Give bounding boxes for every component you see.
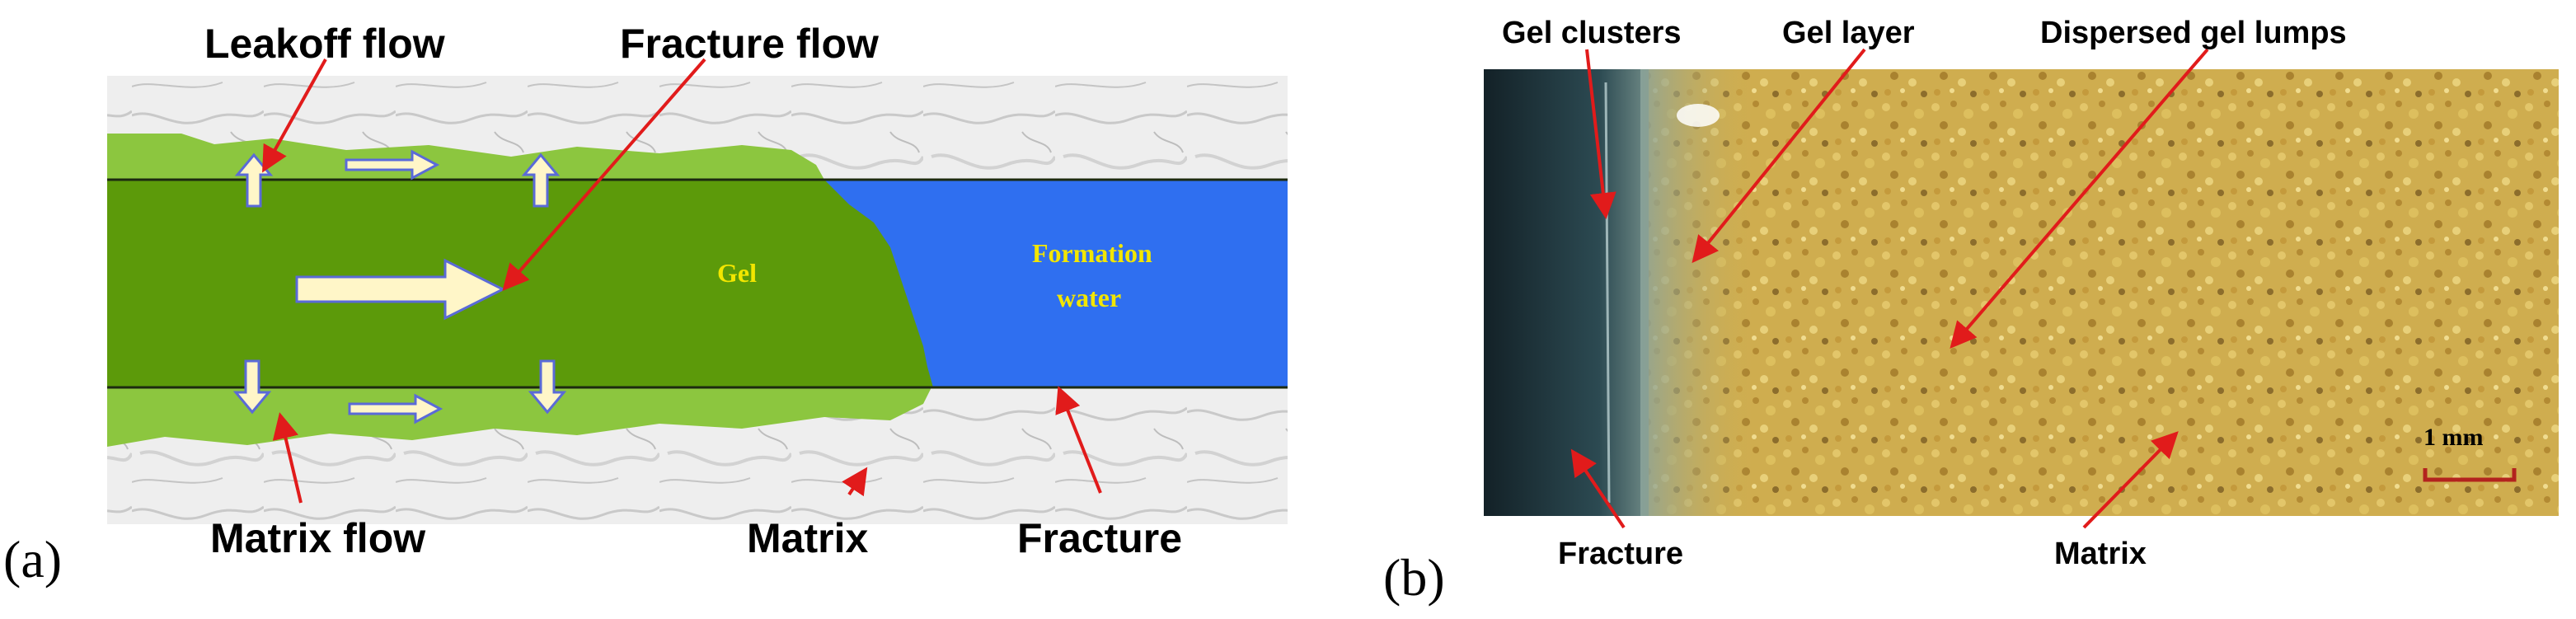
gel-layer-label: Gel layer: [1782, 16, 1915, 50]
gel-in-fracture: [107, 180, 933, 387]
fracture-label-b: Fracture: [1558, 537, 1683, 571]
fracture-flow-label: Fracture flow: [620, 21, 879, 67]
fracture-label-a: Fracture: [1017, 515, 1182, 561]
dispersed-gel-lumps-label: Dispersed gel lumps: [2040, 16, 2347, 50]
formation-water-label-1: Formation: [1032, 238, 1152, 268]
panel-a: Gel Formation water Leakoff flow Fractur…: [3, 21, 1288, 589]
matrix-flow-label: Matrix flow: [210, 515, 425, 561]
panel-b: 1 mm Gel clusters Gel layer Dispersed ge…: [1383, 16, 2559, 607]
formation-water-label-2: water: [1057, 283, 1121, 312]
leakoff-flow-label: Leakoff flow: [204, 21, 445, 67]
panel-a-label: (a): [3, 530, 62, 589]
gel-clusters-label: Gel clusters: [1502, 16, 1682, 50]
photo-fracture: [1484, 69, 1649, 516]
photo-gel-layer: [1640, 69, 1756, 516]
panel-b-label: (b): [1383, 548, 1445, 607]
scale-bar-label: 1 mm: [2424, 424, 2483, 451]
matrix-label-a: Matrix: [747, 515, 868, 561]
matrix-label-b: Matrix: [2054, 537, 2147, 571]
photo-glare: [1677, 104, 1720, 127]
gel-label: Gel: [717, 258, 757, 288]
